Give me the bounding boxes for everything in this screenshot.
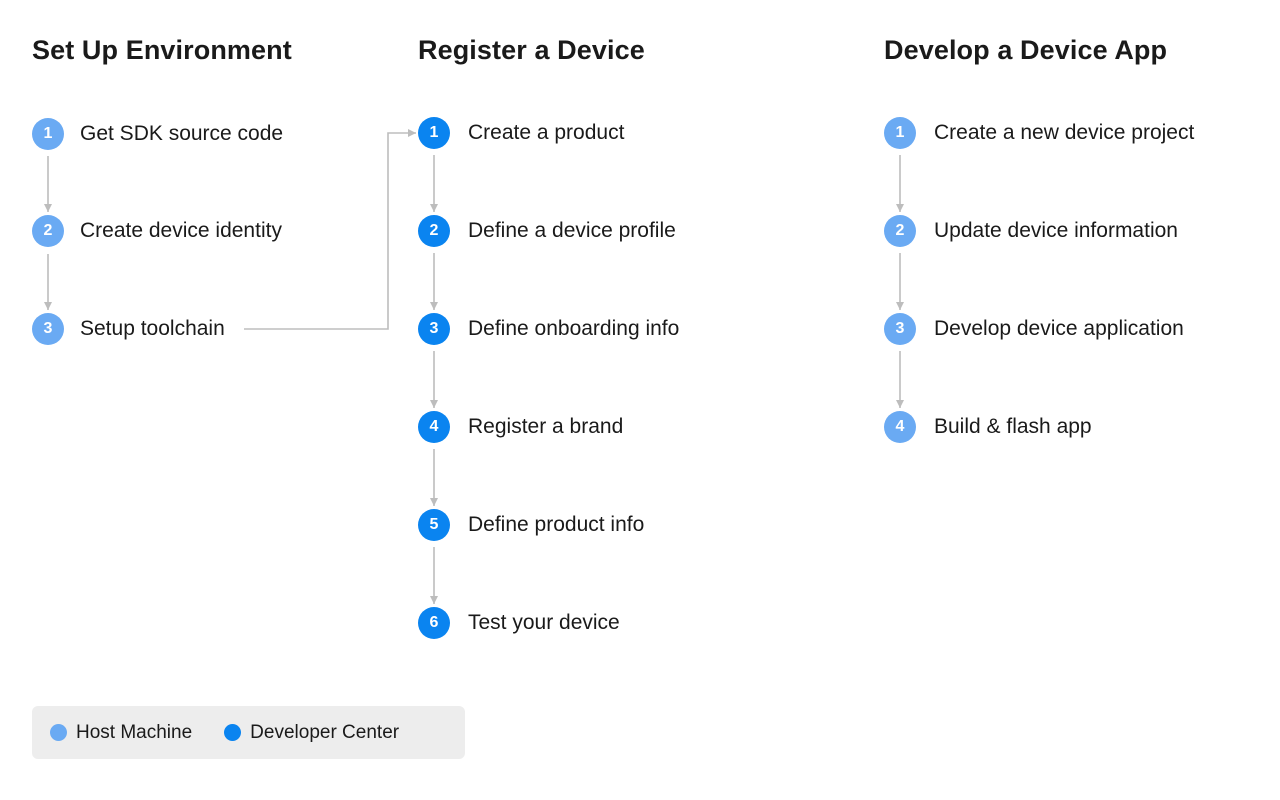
legend-item-developer-center: Developer Center xyxy=(224,722,399,744)
step-label: Create device identity xyxy=(80,219,282,242)
legend-label: Developer Center xyxy=(250,721,400,743)
legend-item-host-machine: Host Machine xyxy=(50,722,192,744)
step-number-badge: 1 xyxy=(418,117,450,149)
step-label: Create a product xyxy=(468,121,625,144)
step-number-badge: 1 xyxy=(32,118,64,150)
host-machine-dot-icon xyxy=(50,724,67,741)
register-step-3: 3 Define onboarding info xyxy=(418,312,679,346)
step-label: Create a new device project xyxy=(934,121,1195,144)
step-number-badge: 3 xyxy=(32,313,64,345)
legend-label: Host Machine xyxy=(76,721,193,743)
register-step-5: 5 Define product info xyxy=(418,508,644,542)
step-label: Define a device profile xyxy=(468,219,676,242)
setup-step-3: 3 Setup toolchain xyxy=(32,312,225,346)
step-label: Define onboarding info xyxy=(468,317,680,340)
step-number-badge: 6 xyxy=(418,607,450,639)
step-number-badge: 5 xyxy=(418,509,450,541)
develop-step-1: 1 Create a new device project xyxy=(884,116,1194,150)
step-number-badge: 1 xyxy=(884,117,916,149)
register-step-2: 2 Define a device profile xyxy=(418,214,676,248)
step-label: Register a brand xyxy=(468,415,624,438)
step-label: Test your device xyxy=(468,611,620,634)
develop-step-3: 3 Develop device application xyxy=(884,312,1184,346)
register-step-6: 6 Test your device xyxy=(418,606,620,640)
step-number-badge: 4 xyxy=(418,411,450,443)
develop-step-4: 4 Build & flash app xyxy=(884,410,1092,444)
step-number-badge: 4 xyxy=(884,411,916,443)
step-label: Define product info xyxy=(468,513,645,536)
column-title-setup-environment: Set Up Environment xyxy=(32,35,292,65)
step-number-badge: 3 xyxy=(418,313,450,345)
column-title-register-device: Register a Device xyxy=(418,35,645,65)
step-number-badge: 2 xyxy=(418,215,450,247)
step-number-badge: 2 xyxy=(884,215,916,247)
step-label: Get SDK source code xyxy=(80,122,284,145)
register-step-1: 1 Create a product xyxy=(418,116,624,150)
setup-step-2: 2 Create device identity xyxy=(32,214,282,248)
step-label: Develop device application xyxy=(934,317,1184,340)
develop-step-2: 2 Update device information xyxy=(884,214,1178,248)
developer-center-dot-icon xyxy=(224,724,242,741)
connector-arrow-elbow xyxy=(244,129,416,330)
step-label: Build & flash app xyxy=(934,415,1092,438)
legend: Host Machine Developer Center xyxy=(32,706,465,759)
step-number-badge: 3 xyxy=(884,313,916,345)
setup-step-1: 1 Get SDK source code xyxy=(32,117,283,151)
column-title-develop-device-app: Develop a Device App xyxy=(884,35,1168,65)
step-label: Setup toolchain xyxy=(80,317,225,340)
step-number-badge: 2 xyxy=(32,215,64,247)
step-label: Update device information xyxy=(934,219,1178,242)
register-step-4: 4 Register a brand xyxy=(418,410,623,444)
